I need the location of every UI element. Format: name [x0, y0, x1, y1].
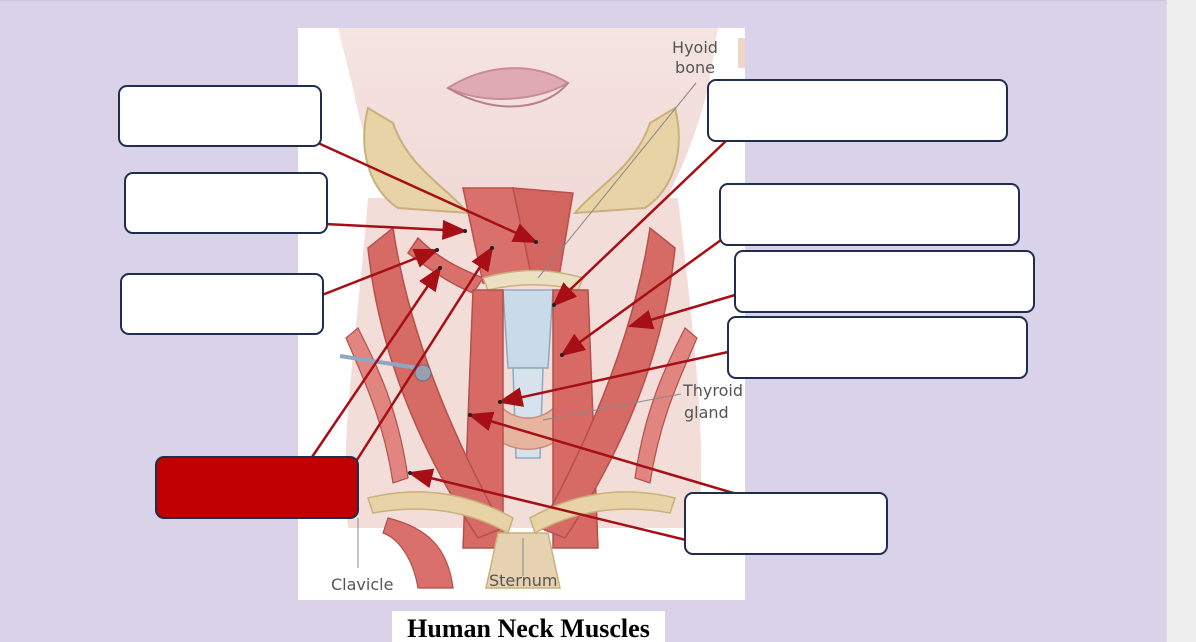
- arrow-left-1: [318, 143, 536, 242]
- arrow-right-4: [500, 352, 728, 402]
- label-box-right-1[interactable]: [707, 79, 1008, 142]
- label-box-left-4-selected[interactable]: [155, 456, 359, 519]
- label-box-right-3[interactable]: [734, 250, 1035, 313]
- vertical-scrollbar[interactable]: [1166, 0, 1196, 642]
- arrow-right-1: [554, 140, 727, 305]
- arrow-right-5a: [410, 473, 686, 540]
- label-box-left-1[interactable]: [118, 85, 322, 147]
- label-box-left-2[interactable]: [124, 172, 328, 234]
- arrow-left-2: [325, 224, 465, 231]
- arrow-left-4b: [355, 248, 492, 463]
- diagram-title: Human Neck Muscles: [392, 611, 665, 642]
- label-box-left-3[interactable]: [120, 273, 324, 335]
- label-box-right-4[interactable]: [727, 316, 1028, 379]
- arrow-right-3: [630, 295, 735, 326]
- arrow-right-2: [562, 240, 721, 355]
- arrow-left-3: [322, 250, 437, 295]
- label-box-right-5[interactable]: [684, 492, 888, 555]
- arrow-right-5b: [470, 415, 740, 495]
- label-box-right-2[interactable]: [719, 183, 1020, 246]
